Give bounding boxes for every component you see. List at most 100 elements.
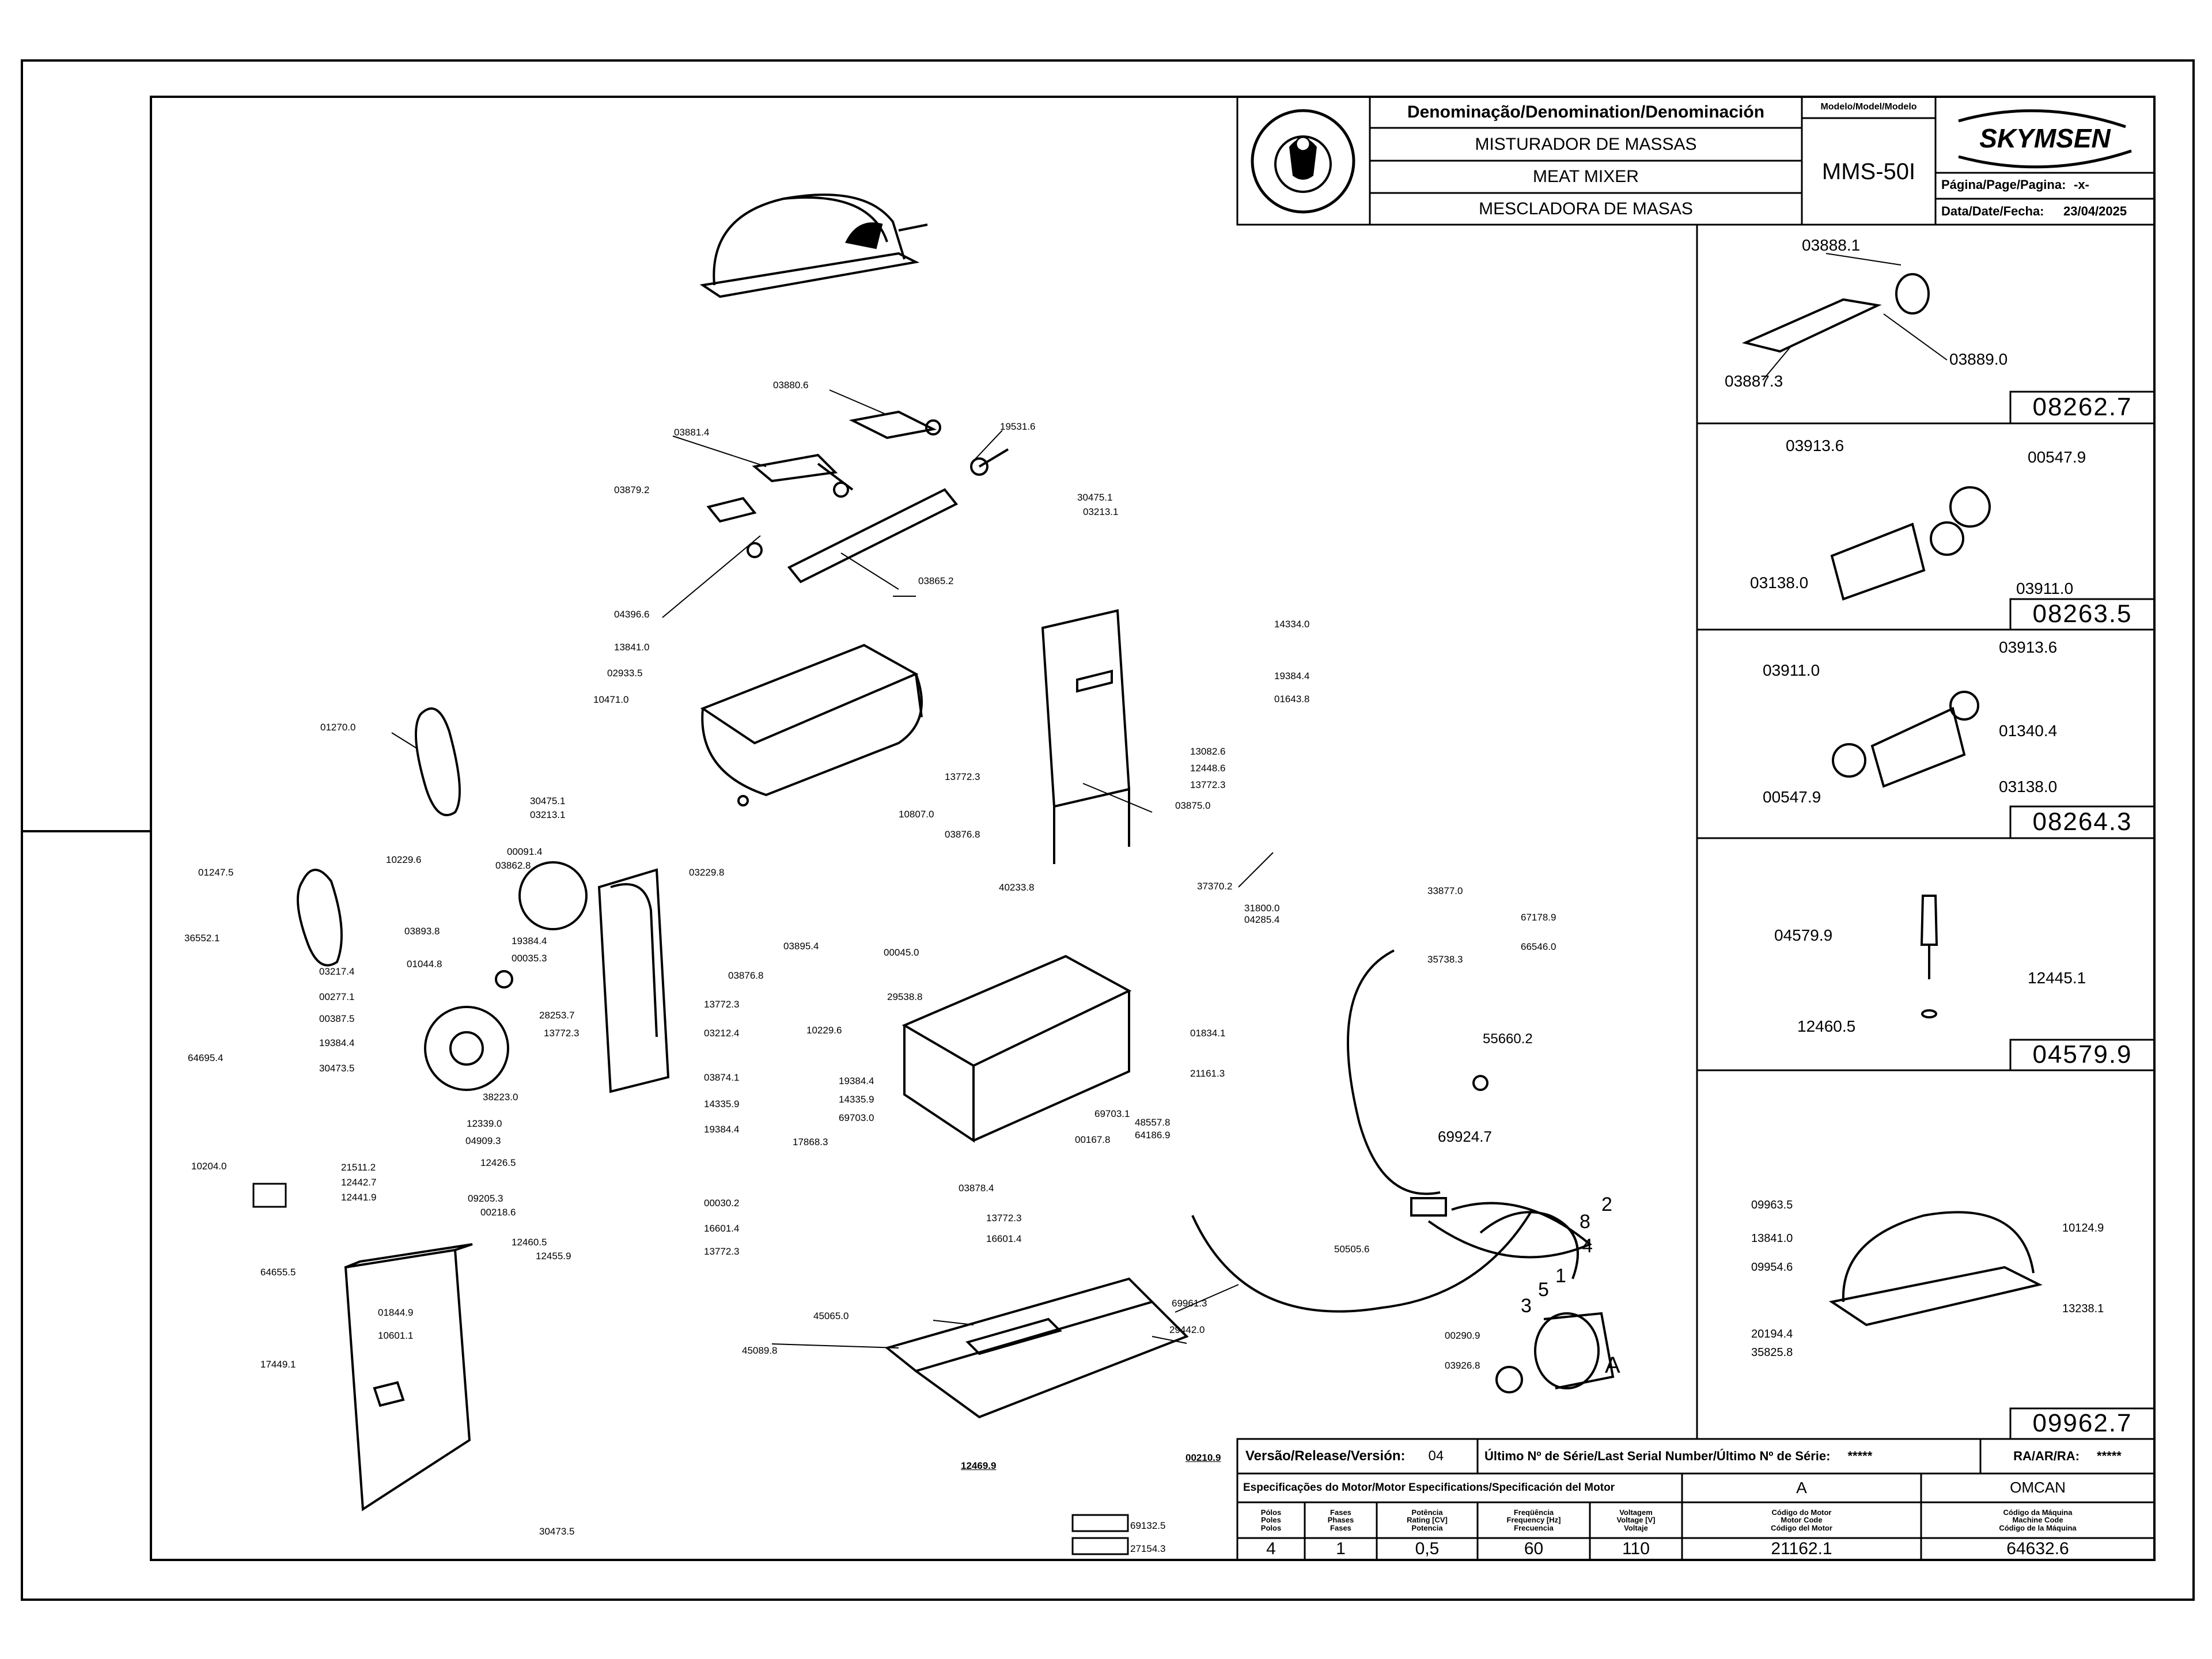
part-label: 19384.4 [704,1124,740,1135]
wire-number: 1 [1555,1265,1566,1287]
part-label: 00218.6 [480,1207,516,1218]
part-label: 10471.0 [593,694,629,705]
part-label: 00035.3 [512,953,547,964]
motor-spec-label: Especificações do Motor/Motor Especifica… [1243,1482,1615,1494]
part-label: 10229.6 [386,854,422,865]
wire-number: 2 [1601,1194,1612,1215]
detail-08262-7-art [1741,273,1930,353]
part-label: 04579.9 [1774,926,1833,944]
name-spanish: MESCLADORA DE MASAS [1479,199,1693,218]
part-label: 03138.0 [1999,778,2058,796]
part-label: 00290.9 [1445,1330,1480,1341]
part-label: 64186.9 [1135,1130,1171,1141]
part-label: 03913.6 [1999,638,2058,656]
part-label: 13082.6 [1190,746,1226,757]
rating-value: 0,5 [1415,1539,1440,1559]
motor-code-value: 21162.1 [1771,1539,1832,1559]
part-label: 03862.8 [495,860,531,871]
ra-label-text: RA/AR/RA: [2013,1449,2080,1464]
warning-label-icon [252,1183,1129,1555]
detail-code-08262-7: 08262.7 [2032,393,2133,422]
version-label-text: Versão/Release/Versión: [1245,1448,1406,1464]
part-label: 12455.9 [536,1251,571,1262]
wire-number: 8 [1580,1211,1590,1233]
part-label: 27154.3 [1130,1543,1166,1554]
part-label: 40233.8 [999,882,1035,893]
part-label: 21161.3 [1190,1068,1225,1079]
motor-column-label: A [1796,1479,1807,1497]
part-label: 03911.0 [1763,661,1820,679]
part-label: 14334.0 [1274,619,1310,630]
part-label: 14335.9 [704,1099,740,1109]
part-label: 13772.3 [544,1028,579,1039]
part-label: 29442.0 [1169,1324,1205,1335]
part-label: 33877.0 [1427,885,1463,896]
frame-left-side [597,868,670,1093]
part-label: 69132.5 [1130,1520,1166,1531]
part-label: 13772.3 [945,771,980,782]
part-label: 12442.7 [341,1177,377,1188]
part-label: 01834.1 [1190,1028,1226,1039]
part-label: 28253.7 [539,1010,575,1021]
part-label: 19384.4 [839,1075,874,1086]
part-label: 01247.5 [198,867,234,878]
part-label: 03926.8 [1445,1360,1480,1371]
part-label: 20194.4 [1751,1328,1793,1340]
skymsen-logo [1958,109,2132,169]
frequency-header: Freqüência Frequency [Hz] Frecuencia [1506,1508,1561,1532]
part-label: 69924.7 [1438,1128,1492,1145]
part-label: 13772.3 [986,1213,1022,1224]
part-label: 04285.4 [1244,914,1280,925]
part-label: 00387.5 [319,1013,355,1024]
wire-number: 3 [1521,1295,1532,1317]
part-label: 03881.4 [674,427,710,438]
part-label: 16601.4 [986,1233,1022,1244]
mixing-bowl [700,643,923,806]
part-label: 10807.0 [899,809,934,820]
part-label: 01643.8 [1274,694,1310,704]
part-label: 19384.4 [319,1037,355,1048]
revision-block [1236,1438,2156,1561]
part-label: 29538.8 [887,991,923,1002]
part-label: 17449.1 [260,1359,296,1370]
page-label: Página/Page/Pagina: [1941,177,2066,192]
phases-header: Fases Phases Fases [1327,1508,1354,1532]
motor-cover [344,1243,473,1512]
version-value: 04 [1428,1448,1444,1464]
part-label: 14335.9 [839,1094,874,1105]
part-label: 00030.2 [704,1198,740,1209]
part-label: 35738.3 [1427,954,1463,965]
poles-value: 4 [1266,1539,1276,1559]
motor-assembly [1191,1209,1615,1393]
wire-number: 5 [1538,1279,1549,1301]
part-label: 03887.3 [1725,372,1783,390]
detail-code-09962-7: 09962.7 [2032,1409,2133,1438]
serial-label-text: Último Nº de Série/Last Serial Number/Úl… [1484,1449,1831,1464]
part-label: 00210.9 [1185,1452,1221,1463]
poles-header: Pólos Poles Polos [1260,1508,1282,1532]
wire-number: A [1605,1353,1620,1378]
part-label: 03876.8 [728,970,764,981]
detail-04579-9-art [1920,895,1938,1018]
machine-code-header: Código da Máquina Machine Code Código de… [1999,1508,2077,1532]
part-label: 12426.5 [480,1157,516,1168]
bottom-plate [884,1277,1189,1419]
part-label: 00547.9 [2028,448,2086,466]
part-label: 45065.0 [813,1310,849,1321]
frame-right-side [1041,609,1131,864]
part-label: 09205.3 [468,1193,503,1204]
part-label: 04909.3 [465,1135,501,1146]
part-label: 04396.6 [614,609,650,620]
part-label: 03213.1 [1083,506,1119,517]
part-label: 03229.8 [689,867,725,878]
part-label: 16601.4 [704,1223,740,1234]
mixing-paddles [706,410,941,558]
part-label: 45089.8 [742,1345,778,1356]
part-label: 35825.8 [1751,1346,1793,1359]
wire-number: 4 [1582,1235,1593,1257]
machine-code-value: 64632.6 [2006,1539,2069,1559]
part-label: 13772.3 [1190,779,1226,790]
part-label: 30475.1 [1077,492,1113,503]
wiring-harness [1347,949,1592,1259]
part-label: 12460.5 [1797,1017,1856,1035]
